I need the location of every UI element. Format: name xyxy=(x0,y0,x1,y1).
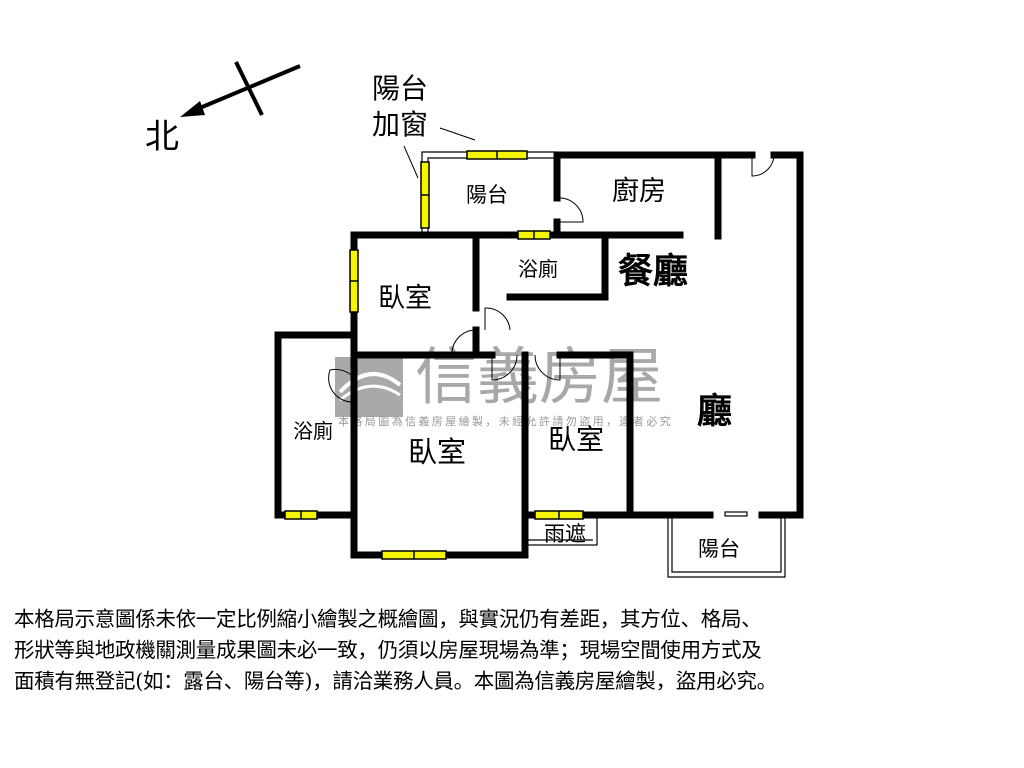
floor-plan: 北 陽台 加窗 信義房屋 本格局圖為信義房屋繪製，未經允許請勿盜用，違者必究 xyxy=(145,61,804,578)
window-icons xyxy=(284,150,584,560)
room-label-balcony-top: 陽台 xyxy=(466,183,508,207)
watermark-logo xyxy=(335,357,403,417)
annotation-line2: 加窗 xyxy=(372,108,428,141)
watermark-notice: 本格局圖為信義房屋繪製，未經允許請勿盜用，違者必究 xyxy=(338,414,673,428)
disclaimer-line: 面積有無登記(如：露台、陽台等)，請洽業務人員。本圖為信義房屋繪製，盜用必究。 xyxy=(14,669,777,693)
north-label: 北 xyxy=(145,117,179,157)
north-arrow-icon xyxy=(180,61,301,117)
room-label-bath-upper: 浴廁 xyxy=(518,257,558,281)
door-icons xyxy=(328,151,775,403)
room-label-dining: 餐廳 xyxy=(618,251,688,292)
room-label-kitchen: 廚房 xyxy=(612,176,666,207)
room-label-bedroom-upper: 臥室 xyxy=(378,283,432,314)
annotation-line1: 陽台 xyxy=(372,72,428,105)
room-label-bath-left: 浴廁 xyxy=(293,419,333,443)
disclaimer: 本格局示意圖係未依一定比例縮小繪製之概繪圖，與實況仍有差距，其方位、格局、 形狀… xyxy=(14,604,1014,697)
annotation-leader xyxy=(439,127,476,141)
room-label-rain-shade: 雨遮 xyxy=(544,522,586,546)
room-label-balcony-bottom: 陽台 xyxy=(698,537,740,561)
room-label-living: 廳 xyxy=(697,391,732,432)
disclaimer-line: 形狀等與地政機關測量成果圖未必一致，仍須以房屋現場為準；現場空間使用方式及 xyxy=(14,638,762,662)
annotation-leader xyxy=(403,145,419,179)
disclaimer-line: 本格局示意圖係未依一定比例縮小繪製之概繪圖，與實況仍有差距，其方位、格局、 xyxy=(14,607,762,631)
room-label-bedroom-master: 臥室 xyxy=(408,435,466,469)
room-label-bedroom-right: 臥室 xyxy=(548,423,604,456)
